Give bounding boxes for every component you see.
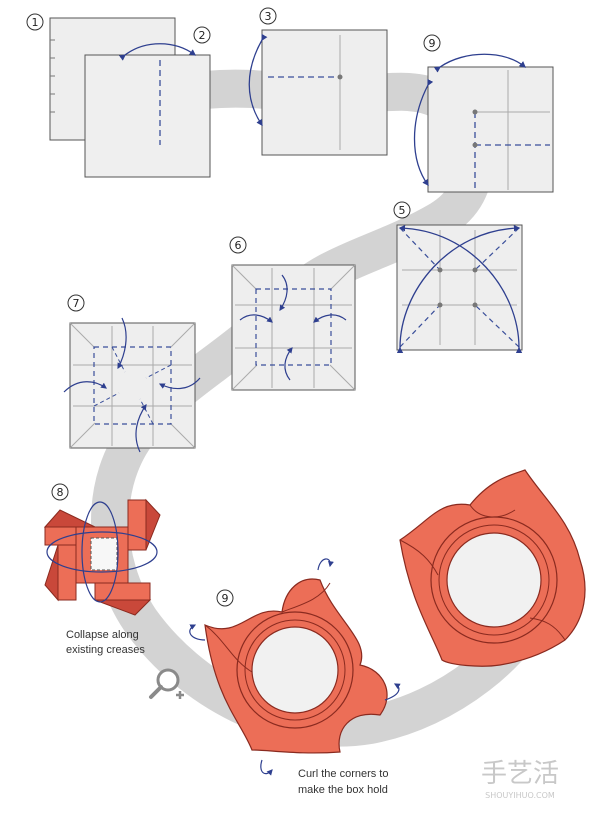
svg-text:3: 3 (265, 10, 272, 23)
svg-text:2: 2 (199, 29, 206, 42)
step-5-square (396, 224, 523, 354)
step-2-square (84, 43, 211, 178)
step-4-number: 9 (423, 34, 441, 52)
watermark: 手艺活 SHOUYIHUO.COM (481, 759, 559, 800)
svg-text:8: 8 (57, 486, 64, 499)
step-7-square (63, 317, 201, 453)
step-4-square (413, 53, 554, 193)
svg-text:SHOUYIHUO.COM: SHOUYIHUO.COM (485, 791, 555, 800)
step-3-number: 3 (259, 7, 277, 25)
step-9-number: 9 (216, 589, 234, 607)
svg-text:9: 9 (222, 592, 229, 605)
step-7-number: 7 (67, 294, 85, 312)
step-1-number: 1 (26, 13, 44, 31)
step-5-number: 5 (393, 201, 411, 219)
step-8-caption-line-1: Collapse along (66, 629, 139, 641)
step-9-box-model (189, 558, 401, 776)
svg-text:手艺活: 手艺活 (481, 759, 559, 789)
step-9-caption-line-2: make the box hold (298, 784, 388, 796)
svg-text:5: 5 (399, 204, 406, 217)
step-9-caption-line-1: Curl the corners to (298, 768, 388, 780)
step-8-pinwheel (43, 498, 161, 616)
svg-text:7: 7 (73, 297, 80, 310)
svg-text:6: 6 (235, 239, 242, 252)
finished-box-model (399, 469, 586, 667)
step-8-caption-line-2: existing creases (66, 644, 145, 656)
step-2-number: 2 (193, 26, 211, 44)
magnify-plus-icon (149, 668, 184, 699)
step-6-square (231, 264, 356, 391)
step-8-number: 8 (51, 483, 69, 501)
step-3-square (248, 29, 388, 156)
svg-text:9: 9 (429, 37, 436, 50)
svg-text:1: 1 (32, 16, 39, 29)
step-6-number: 6 (229, 236, 247, 254)
